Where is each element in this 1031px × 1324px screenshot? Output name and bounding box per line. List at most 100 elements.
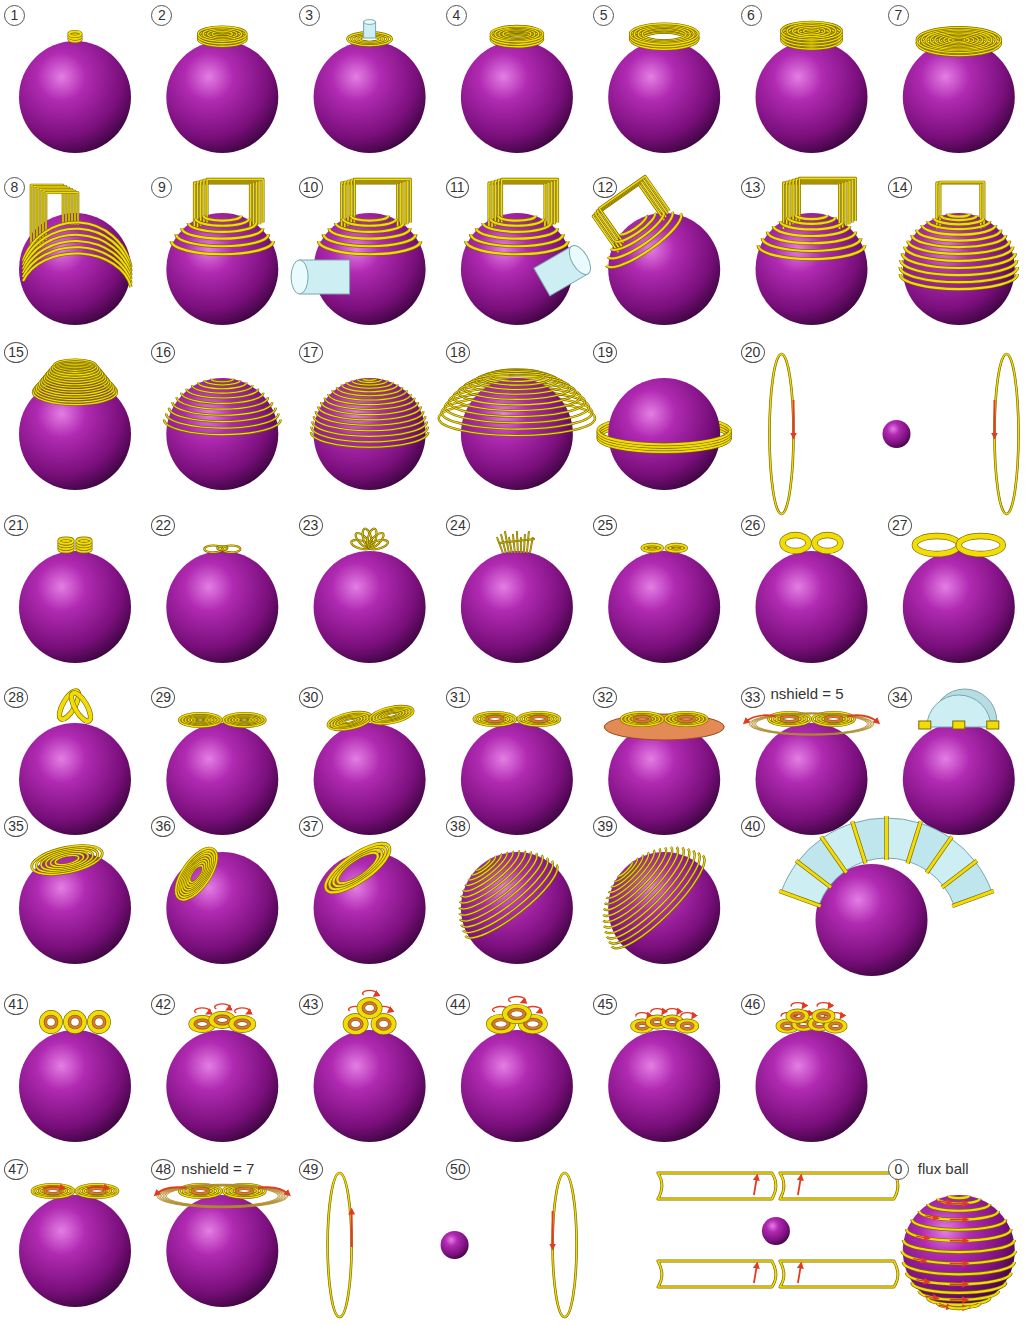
coil-winding bbox=[780, 1261, 898, 1287]
annotation-label: nshield = 5 bbox=[769, 684, 846, 704]
coil-winding bbox=[919, 1211, 998, 1220]
coil-winding bbox=[234, 1188, 254, 1194]
coil-winding bbox=[782, 716, 798, 721]
coil-winding bbox=[907, 1229, 1011, 1240]
coil-winding bbox=[499, 180, 555, 224]
sphere bbox=[314, 1030, 426, 1142]
coil-winding bbox=[23, 253, 131, 287]
coil-figure bbox=[608, 24, 720, 153]
coil-winding bbox=[166, 413, 278, 428]
coil-back bbox=[439, 369, 595, 418]
coil-winding bbox=[792, 1013, 803, 1019]
coil-winding bbox=[770, 354, 794, 514]
coil-winding bbox=[487, 716, 503, 721]
coil-winding bbox=[930, 31, 987, 48]
coil-winding bbox=[673, 715, 700, 724]
coil-winding bbox=[928, 221, 990, 229]
callout-number: 49 bbox=[299, 1159, 323, 1180]
coil-winding bbox=[782, 22, 842, 40]
coil-winding bbox=[352, 380, 388, 385]
coil-winding bbox=[848, 715, 878, 722]
coil-winding bbox=[522, 713, 557, 724]
coil-winding bbox=[928, 1204, 990, 1211]
coil-winding bbox=[90, 1013, 108, 1031]
coil-winding bbox=[912, 235, 1006, 247]
coil-winding bbox=[634, 25, 694, 43]
coil-figure bbox=[19, 1013, 131, 1142]
coil-winding bbox=[77, 538, 91, 544]
sphere bbox=[756, 1030, 868, 1142]
coil-winding bbox=[917, 230, 1001, 241]
coil-winding bbox=[453, 397, 580, 411]
coil-winding bbox=[483, 378, 551, 385]
coil-winding bbox=[783, 535, 841, 551]
coil-winding bbox=[938, 1199, 980, 1204]
coil-winding bbox=[779, 1003, 845, 1031]
coil-winding bbox=[172, 402, 272, 415]
coil-winding bbox=[319, 835, 397, 900]
coil-winding bbox=[830, 1023, 841, 1029]
coil-winding bbox=[177, 397, 269, 409]
coil-winding bbox=[231, 1018, 253, 1030]
coil-winding bbox=[632, 716, 652, 722]
coil-winding bbox=[69, 1016, 80, 1027]
coil-winding bbox=[912, 1283, 1006, 1293]
sphere bbox=[762, 1217, 790, 1245]
coil-winding bbox=[177, 397, 269, 409]
coil-winding bbox=[625, 713, 660, 724]
callout-number: 32 bbox=[593, 687, 617, 708]
coil-winding bbox=[666, 1009, 679, 1013]
callout-number: 4 bbox=[446, 5, 467, 26]
coil-winding bbox=[638, 26, 690, 42]
coil-winding bbox=[787, 24, 836, 39]
coil-winding bbox=[913, 1259, 924, 1261]
coil-winding bbox=[198, 382, 246, 388]
coil-winding bbox=[793, 180, 849, 224]
coil-winding bbox=[682, 1023, 693, 1029]
coil-figure bbox=[166, 27, 278, 153]
sphere bbox=[314, 378, 426, 490]
coil-winding bbox=[525, 715, 552, 724]
coil-winding bbox=[77, 538, 91, 544]
callout-number: 11 bbox=[446, 177, 469, 198]
coil-winding bbox=[459, 853, 544, 923]
coil-winding bbox=[93, 1016, 104, 1027]
coil-winding bbox=[165, 1186, 280, 1207]
coil-winding bbox=[43, 1187, 63, 1188]
coil-winding bbox=[342, 384, 398, 391]
coil-winding bbox=[751, 713, 873, 735]
coil-winding bbox=[316, 411, 423, 425]
sphere bbox=[903, 41, 1015, 153]
coil-winding bbox=[752, 713, 870, 734]
coil-winding bbox=[938, 1303, 980, 1308]
coil-winding bbox=[793, 180, 849, 224]
coil-figure bbox=[437, 829, 573, 964]
coil-winding bbox=[609, 853, 710, 954]
coil-winding bbox=[780, 1173, 898, 1199]
coil-winding bbox=[32, 1184, 74, 1197]
callout-number: 6 bbox=[741, 5, 762, 26]
coil-winding bbox=[782, 22, 842, 49]
coil-figure bbox=[156, 1184, 288, 1307]
coil-winding bbox=[651, 1009, 664, 1013]
coil-winding bbox=[505, 1007, 529, 1021]
coil-winding bbox=[453, 397, 580, 411]
coil-winding bbox=[497, 531, 535, 553]
coil-winding bbox=[782, 716, 798, 721]
coil-winding bbox=[922, 225, 996, 235]
coil-winding bbox=[604, 847, 673, 916]
coil-winding bbox=[223, 713, 265, 726]
sphere bbox=[19, 41, 131, 153]
coil-winding bbox=[162, 1185, 284, 1207]
callout-number: 10 bbox=[299, 177, 323, 198]
coil-winding bbox=[487, 716, 503, 721]
sphere bbox=[608, 378, 720, 490]
callout-number: 15 bbox=[4, 342, 28, 363]
coil-winding bbox=[804, 29, 820, 34]
coil-winding bbox=[318, 407, 421, 420]
coil-winding bbox=[902, 1251, 1015, 1263]
coil-winding bbox=[782, 22, 842, 40]
coil-winding bbox=[826, 716, 842, 721]
coil-winding bbox=[33, 360, 117, 405]
coil-winding bbox=[476, 381, 557, 390]
